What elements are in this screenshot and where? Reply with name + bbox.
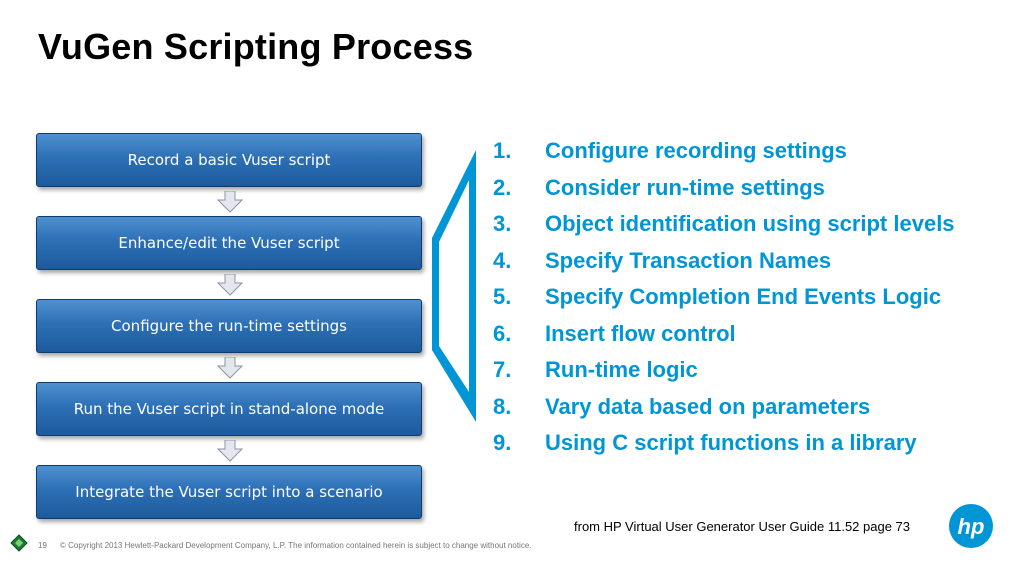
- list-item-number: 4.: [493, 247, 512, 273]
- list-item-text: Run-time logic: [545, 357, 698, 382]
- list-item-number: 5.: [493, 284, 512, 309]
- list-item-text: Specify Completion End Events Logic: [545, 284, 942, 309]
- down-arrow-icon: [217, 274, 243, 296]
- list-item: 3. Object identification using script le…: [493, 209, 983, 239]
- flow-step-label: Enhance/edit the Vuser script: [118, 234, 340, 252]
- list-item-text: Insert flow control: [545, 320, 736, 346]
- list-item: 8. Vary data based on parameters: [493, 392, 983, 422]
- list-item-number: 3.: [493, 211, 512, 236]
- list-item: 6. Insert flow control: [493, 319, 983, 349]
- list-item-number: 6.: [493, 320, 512, 346]
- flow-step-enhance: Enhance/edit the Vuser script: [36, 216, 422, 270]
- flow-step-configure: Configure the run-time settings: [36, 299, 422, 353]
- flow-step-label: Record a basic Vuser script: [127, 151, 331, 169]
- list-item-text: Object identification using script level…: [545, 211, 955, 236]
- list-item-text: Consider run-time settings: [545, 174, 825, 200]
- list-item: 4. Specify Transaction Names: [493, 246, 983, 276]
- copyright-notice: © Copyright 2013 Hewlett-Packard Develop…: [60, 541, 532, 550]
- list-item: 5. Specify Completion End Events Logic: [493, 282, 983, 312]
- down-arrow-icon: [217, 191, 243, 213]
- list-item-text: Specify Transaction Names: [545, 247, 832, 273]
- flow-step-record: Record a basic Vuser script: [36, 133, 422, 187]
- flow-step-label: Run the Vuser script in stand-alone mode: [73, 400, 385, 418]
- flow-step-integrate: Integrate the Vuser script into a scenar…: [36, 465, 422, 519]
- source-note: from HP Virtual User Generator User Guid…: [574, 519, 911, 534]
- list-item-number: 7.: [493, 357, 512, 382]
- page-number: 19: [38, 541, 47, 550]
- flow-step-label: Configure the run-time settings: [111, 317, 347, 335]
- list-item-text: Vary data based on parameters: [545, 393, 871, 419]
- slide-title: VuGen Scripting Process: [38, 26, 474, 67]
- hp-logo-text: hp: [958, 514, 985, 539]
- list-item: 1. Configure recording settings: [493, 136, 983, 166]
- steps-list: 1. Configure recording settings 2. Consi…: [493, 136, 983, 465]
- flow-step-run: Run the Vuser script in stand-alone mode: [36, 382, 422, 436]
- down-arrow-icon: [217, 357, 243, 379]
- list-item-number: 2.: [493, 174, 512, 200]
- list-item: 9. Using C script functions in a library: [493, 428, 983, 458]
- hp-logo-icon: hp: [949, 504, 993, 548]
- list-item-number: 8.: [493, 393, 512, 419]
- flow-step-label: Integrate the Vuser script into a scenar…: [75, 483, 383, 501]
- bracket-icon: [432, 150, 476, 422]
- list-item-text: Configure recording settings: [545, 138, 847, 163]
- diamond-icon: [10, 534, 28, 552]
- list-item-text: Using C script functions in a library: [545, 430, 917, 455]
- list-item: 7. Run-time logic: [493, 355, 983, 385]
- list-item-number: 9.: [493, 430, 512, 455]
- list-item-number: 1.: [493, 138, 512, 163]
- down-arrow-icon: [217, 440, 243, 462]
- list-item: 2. Consider run-time settings: [493, 173, 983, 203]
